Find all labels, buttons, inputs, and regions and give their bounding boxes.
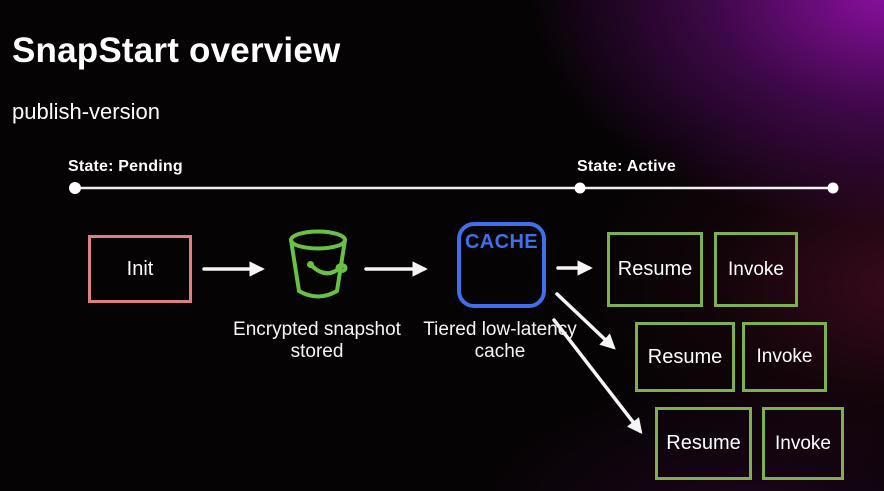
timeline-graphic <box>69 182 839 194</box>
invoke-box-row1: Invoke <box>714 232 798 307</box>
invoke-label: Invoke <box>728 258 784 280</box>
resume-label: Resume <box>647 345 723 368</box>
timeline-dot-pending <box>69 182 81 194</box>
resume-box-row2: Resume <box>635 322 735 392</box>
resume-box-row1: Resume <box>607 232 703 307</box>
state-active-label: State: Active <box>577 158 676 175</box>
init-label: Init <box>126 257 154 280</box>
page-title: SnapStart overview <box>12 31 341 71</box>
resume-box-row3: Resume <box>655 407 752 480</box>
cache-label: CACHE <box>464 231 539 253</box>
resume-label: Resume <box>666 432 741 454</box>
timeline-dot-end <box>827 182 839 194</box>
invoke-label: Invoke <box>756 346 813 367</box>
cache-caption: Tiered low-latency cache <box>423 319 577 363</box>
init-box: Init <box>88 235 192 303</box>
publish-version-label: publish-version <box>12 99 160 124</box>
bucket-caption: Encrypted snapshot stored <box>233 319 401 363</box>
timeline-dot-active <box>574 182 586 194</box>
state-pending-label: State: Pending <box>68 158 183 175</box>
s3-bucket-icon <box>289 229 348 299</box>
invoke-box-row2: Invoke <box>742 322 827 392</box>
invoke-label: Invoke <box>775 432 831 454</box>
invoke-box-row3: Invoke <box>762 407 844 480</box>
cache-box: CACHE <box>457 222 546 308</box>
resume-label: Resume <box>617 258 693 280</box>
